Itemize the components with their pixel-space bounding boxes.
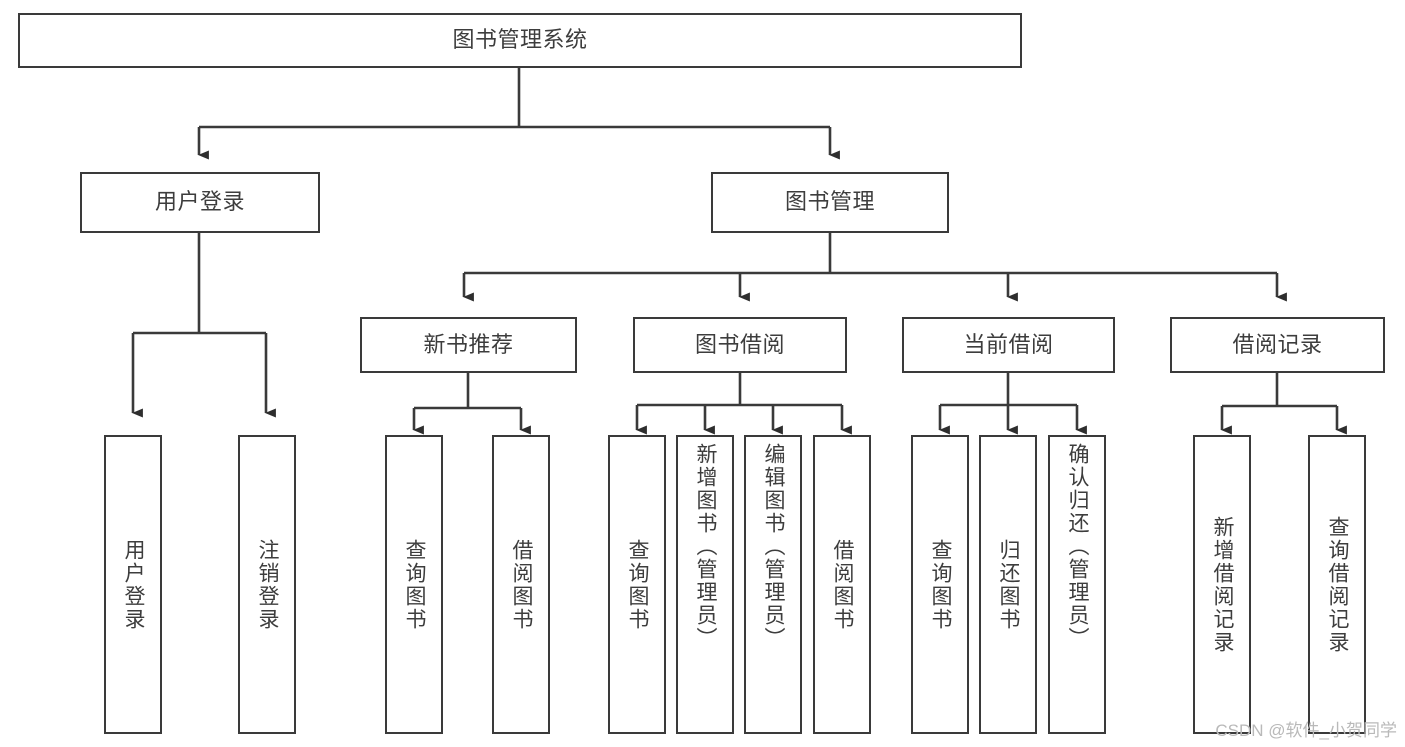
node-label: 图书借阅: [694, 331, 785, 357]
node-label: 借阅图书: [510, 538, 534, 631]
node-label: 查询借阅记录: [1326, 515, 1350, 654]
node-borrow-records[interactable]: 借阅记录: [1170, 317, 1385, 373]
leaf-add-borrow-record[interactable]: 新增借阅记录: [1193, 435, 1251, 734]
node-label: 借阅图书: [831, 538, 855, 631]
node-label: 确认归还（管理员）: [1066, 443, 1090, 650]
node-label: 编辑图书（管理员）: [762, 443, 786, 650]
leaf-logout[interactable]: 注销登录: [238, 435, 296, 734]
node-label: 归还图书: [997, 538, 1021, 631]
node-label: 图书管理: [784, 189, 875, 215]
leaf-user-login[interactable]: 用户登录: [104, 435, 162, 734]
leaf-query-book-borrow[interactable]: 查询图书: [608, 435, 666, 734]
leaf-confirm-return-admin[interactable]: 确认归还（管理员）: [1048, 435, 1106, 734]
node-label: 图书管理系统: [452, 27, 588, 53]
node-label: 用户登录: [154, 189, 245, 215]
leaf-add-book-admin[interactable]: 新增图书（管理员）: [676, 435, 734, 734]
node-label: 新增借阅记录: [1211, 515, 1235, 654]
leaf-return-book[interactable]: 归还图书: [979, 435, 1037, 734]
node-label: 用户登录: [122, 538, 146, 631]
node-label: 新增图书（管理员）: [694, 443, 718, 650]
node-current-borrow[interactable]: 当前借阅: [902, 317, 1115, 373]
node-label: 查询图书: [626, 538, 650, 631]
node-label: 查询图书: [403, 538, 427, 631]
node-new-book-recommend[interactable]: 新书推荐: [360, 317, 577, 373]
node-book-management[interactable]: 图书管理: [711, 172, 949, 233]
node-label: 新书推荐: [423, 331, 514, 357]
node-label: 注销登录: [256, 538, 280, 631]
watermark-text: CSDN @软件_小贺同学: [1215, 721, 1397, 740]
node-label: 查询图书: [929, 538, 953, 631]
node-root-system[interactable]: 图书管理系统: [18, 13, 1022, 68]
leaf-borrow-book[interactable]: 借阅图书: [813, 435, 871, 734]
node-label: 借阅记录: [1232, 331, 1323, 357]
node-book-borrow[interactable]: 图书借阅: [633, 317, 847, 373]
leaf-borrow-book-recommend[interactable]: 借阅图书: [492, 435, 550, 734]
node-label: 当前借阅: [963, 331, 1054, 357]
leaf-query-borrow-record[interactable]: 查询借阅记录: [1308, 435, 1366, 734]
leaf-query-book-recommend[interactable]: 查询图书: [385, 435, 443, 734]
node-user-login[interactable]: 用户登录: [80, 172, 320, 233]
leaf-edit-book-admin[interactable]: 编辑图书（管理员）: [744, 435, 802, 734]
leaf-query-book-current[interactable]: 查询图书: [911, 435, 969, 734]
